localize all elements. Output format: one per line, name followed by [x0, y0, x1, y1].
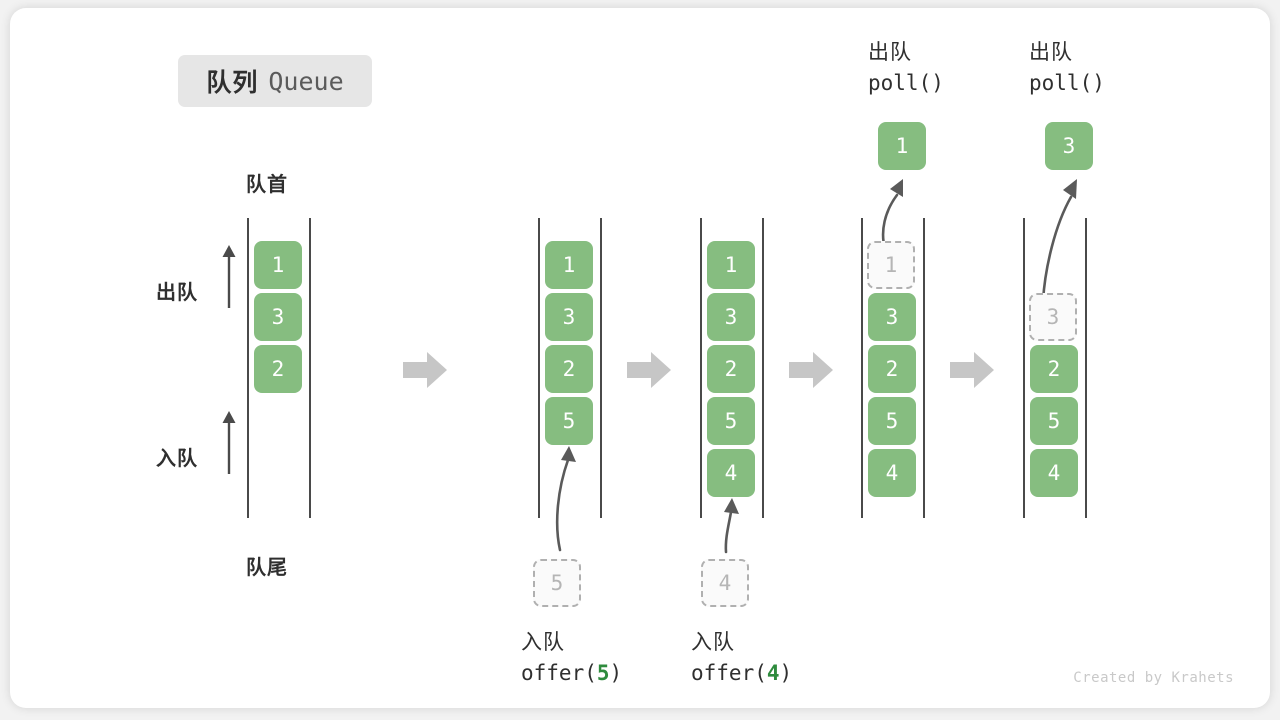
operation-label-code: offer(5) — [521, 661, 623, 686]
enqueue-curve-arrow-icon — [724, 498, 739, 554]
popped-cell: 1 — [878, 122, 926, 170]
operation-label-poll-3: 出队 poll() — [1029, 38, 1105, 99]
step-arrow-icon — [789, 352, 833, 388]
queue-cell-new: 5 — [545, 397, 593, 445]
step-arrow-icon — [950, 352, 994, 388]
queue-cell: 5 — [1030, 397, 1078, 445]
operation-label-code: poll() — [868, 71, 944, 96]
queue-cell: 2 — [1030, 345, 1078, 393]
queue-cell: 4 — [868, 449, 916, 497]
rail-left — [538, 218, 540, 518]
incoming-ghost-cell: 4 — [701, 559, 749, 607]
operation-label-cn: 入队 — [691, 631, 735, 654]
queue-cell: 1 — [707, 241, 755, 289]
operation-label-cn: 入队 — [521, 631, 565, 654]
rail-left — [247, 218, 249, 518]
operation-label-poll-1: 出队 poll() — [868, 38, 944, 99]
removed-ghost-cell: 1 — [867, 241, 915, 289]
dequeue-direction-label: 出队 — [156, 282, 198, 304]
dequeue-direction-arrow-icon — [222, 245, 236, 308]
queue-cell: 2 — [254, 345, 302, 393]
rail-right — [600, 218, 602, 518]
operation-label-offer-5: 入队 offer(5) — [521, 628, 622, 689]
operation-label-cn: 出队 — [1029, 41, 1073, 64]
queue-cell: 3 — [254, 293, 302, 341]
rail-left — [861, 218, 863, 518]
queue-cell-new: 4 — [707, 449, 755, 497]
incoming-ghost-cell: 5 — [533, 559, 581, 607]
queue-cell: 5 — [707, 397, 755, 445]
enqueue-curve-arrow-icon — [555, 446, 576, 552]
rail-right — [923, 218, 925, 518]
queue-cell: 1 — [254, 241, 302, 289]
footer-credit: Created by Krahets — [1073, 670, 1234, 686]
removed-ghost-cell: 3 — [1029, 293, 1077, 341]
queue-head-label: 队首 — [246, 174, 288, 196]
diagram-card: 队列 Queue 队首 队尾 出队 入队 1 3 2 — [10, 8, 1270, 708]
step-arrow-icon — [403, 352, 447, 388]
operation-label-offer-4: 入队 offer(4) — [691, 628, 792, 689]
rail-right — [309, 218, 311, 518]
operation-label-code: offer(4) — [691, 661, 793, 686]
operation-label-cn: 出队 — [868, 41, 912, 64]
title-english: Queue — [268, 66, 344, 96]
popped-cell: 3 — [1045, 122, 1093, 170]
queue-cell: 2 — [868, 345, 916, 393]
queue-cell: 3 — [707, 293, 755, 341]
rail-right — [762, 218, 764, 518]
queue-cell: 5 — [868, 397, 916, 445]
rail-left — [700, 218, 702, 518]
title-chinese: 队列 — [206, 69, 259, 97]
queue-tail-label: 队尾 — [246, 557, 288, 579]
operation-label-code: poll() — [1029, 71, 1105, 96]
queue-cell: 4 — [1030, 449, 1078, 497]
step-arrow-icon — [627, 352, 671, 388]
dequeue-curve-arrow-icon — [1041, 179, 1077, 303]
rail-right — [1085, 218, 1087, 518]
title-badge: 队列 Queue — [178, 55, 372, 107]
queue-cell: 3 — [545, 293, 593, 341]
enqueue-direction-label: 入队 — [156, 448, 198, 470]
enqueue-direction-arrow-icon — [222, 411, 236, 474]
queue-cell: 1 — [545, 241, 593, 289]
queue-cell: 3 — [868, 293, 916, 341]
queue-cell: 2 — [707, 345, 755, 393]
rail-left — [1023, 218, 1025, 518]
queue-cell: 2 — [545, 345, 593, 393]
